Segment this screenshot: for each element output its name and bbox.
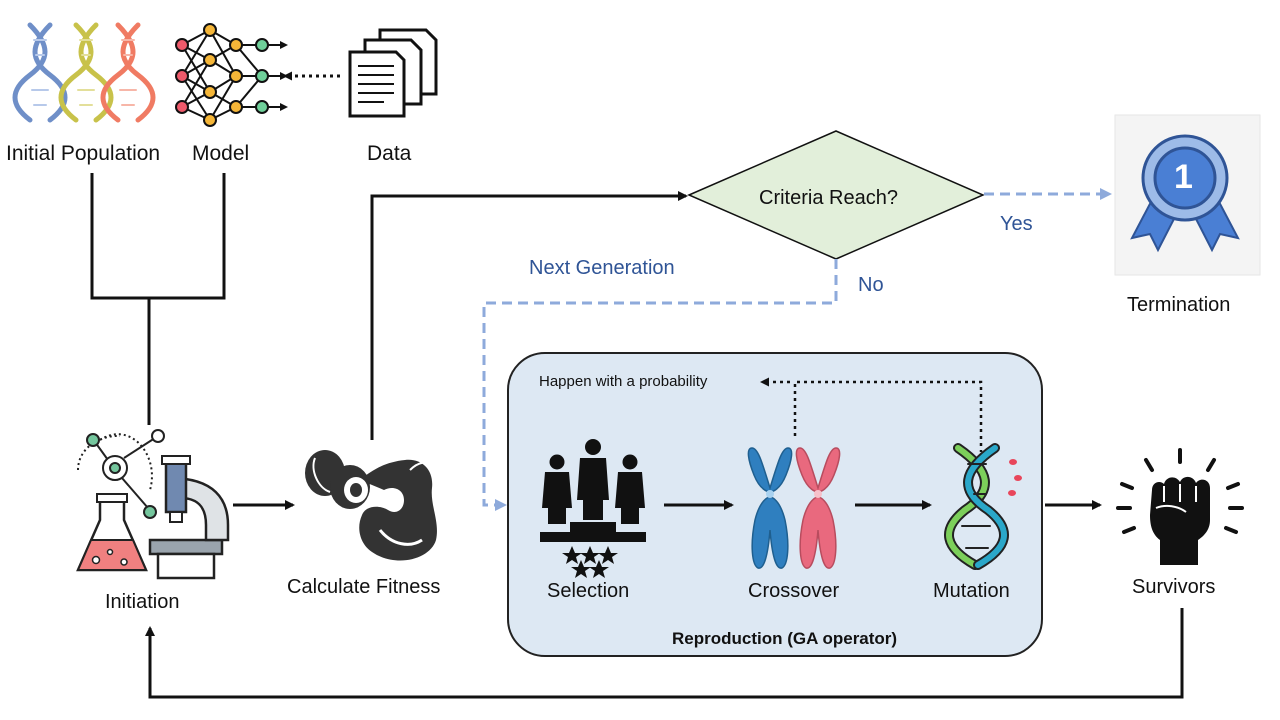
documents-icon	[348, 28, 438, 118]
chromosome-icon	[747, 447, 841, 569]
atom-icon	[77, 429, 165, 519]
podium-icon	[540, 439, 646, 578]
arrow-probability-feedback	[793, 380, 983, 452]
medal-number: 1	[1174, 158, 1193, 196]
flask-icon	[76, 493, 148, 572]
data-label: Data	[367, 142, 412, 165]
initiation-label: Initiation	[105, 591, 180, 613]
no-label: No	[858, 274, 884, 296]
yes-label: Yes	[1000, 213, 1033, 235]
reproduction-label: Reproduction (GA operator)	[672, 629, 898, 648]
initial-population-label: Initial Population	[6, 142, 161, 165]
neural-network-icon	[175, 23, 288, 127]
microscope-icon	[148, 455, 230, 580]
fist-icon	[1116, 448, 1244, 565]
mutation-label: Mutation	[933, 580, 1010, 602]
termination-label: Termination	[1127, 294, 1231, 316]
arrow-fitness-to-criteria	[370, 191, 688, 440]
calculate-fitness-label: Calculate Fitness	[287, 576, 441, 598]
merge-connector	[90, 173, 226, 300]
selection-label: Selection	[547, 580, 630, 602]
arrow-survivors-to-initiation	[145, 608, 1184, 699]
crossover-label: Crossover	[748, 580, 840, 602]
mutation-dna-icon	[944, 443, 1022, 570]
model-label: Model	[192, 142, 250, 165]
dumbbell-arm-icon	[305, 450, 437, 561]
probability-label: Happen with a probability	[539, 373, 708, 390]
medal-icon	[1114, 114, 1261, 276]
criteria-diamond	[687, 130, 985, 260]
dna-icon	[100, 22, 156, 123]
criteria-label: Criteria Reach?	[759, 187, 898, 209]
survivors-label: Survivors	[1132, 576, 1216, 598]
next-generation-label: Next Generation	[529, 257, 675, 279]
dna-icon	[12, 22, 68, 123]
